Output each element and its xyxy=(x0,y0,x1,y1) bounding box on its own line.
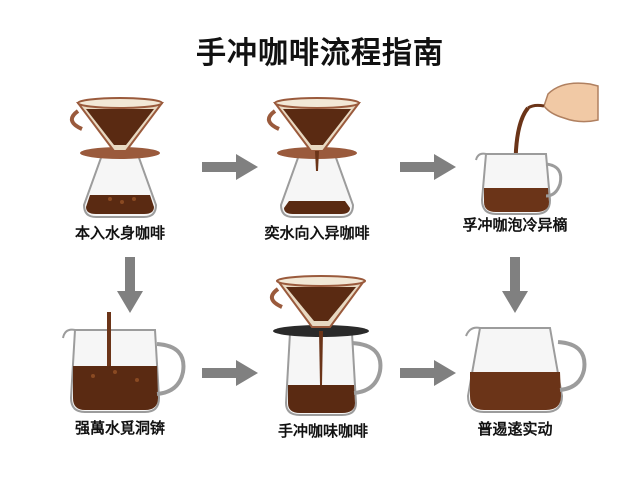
step-5-label: 手冲咖味咖啡 xyxy=(277,422,368,440)
step-2-label: 奕水向入异咖啡 xyxy=(264,224,370,242)
coffee-server-icon xyxy=(465,326,587,413)
step-3: 孚冲咖泡冷异樀 xyxy=(420,80,610,235)
step-1: 本入水身咖啡 xyxy=(25,95,215,243)
dripper-dripping-icon xyxy=(270,275,383,416)
arrow-right-icon xyxy=(400,154,456,180)
arrow-down-icon xyxy=(502,257,528,313)
page-title: 手冲咖啡流程指南 xyxy=(196,36,444,71)
arrow-right-icon xyxy=(202,154,258,180)
step-6-label: 普逷逺实动 xyxy=(477,420,553,438)
arrow-right-icon xyxy=(202,360,258,386)
dripper-on-server-icon xyxy=(70,97,164,218)
step-4: 强萬水覓洞锛 xyxy=(25,310,215,438)
step-5: 手冲咖味咖啡 xyxy=(228,275,418,441)
dripper-on-server-icon xyxy=(267,97,361,218)
step-4-label: 强萬水覓洞锛 xyxy=(74,419,165,437)
arrow-down-icon xyxy=(117,257,143,313)
step-1-label: 本入水身咖啡 xyxy=(74,224,165,242)
coffee-pour-jug-icon xyxy=(62,312,186,413)
step-3-label: 孚冲咖泡冷异樀 xyxy=(462,216,568,234)
pouring-kettle-icon xyxy=(475,82,599,215)
step-2: 奕水向入异咖啡 xyxy=(222,95,412,243)
arrow-right-icon xyxy=(400,360,456,386)
step-6: 普逷逺实动 xyxy=(420,318,610,439)
